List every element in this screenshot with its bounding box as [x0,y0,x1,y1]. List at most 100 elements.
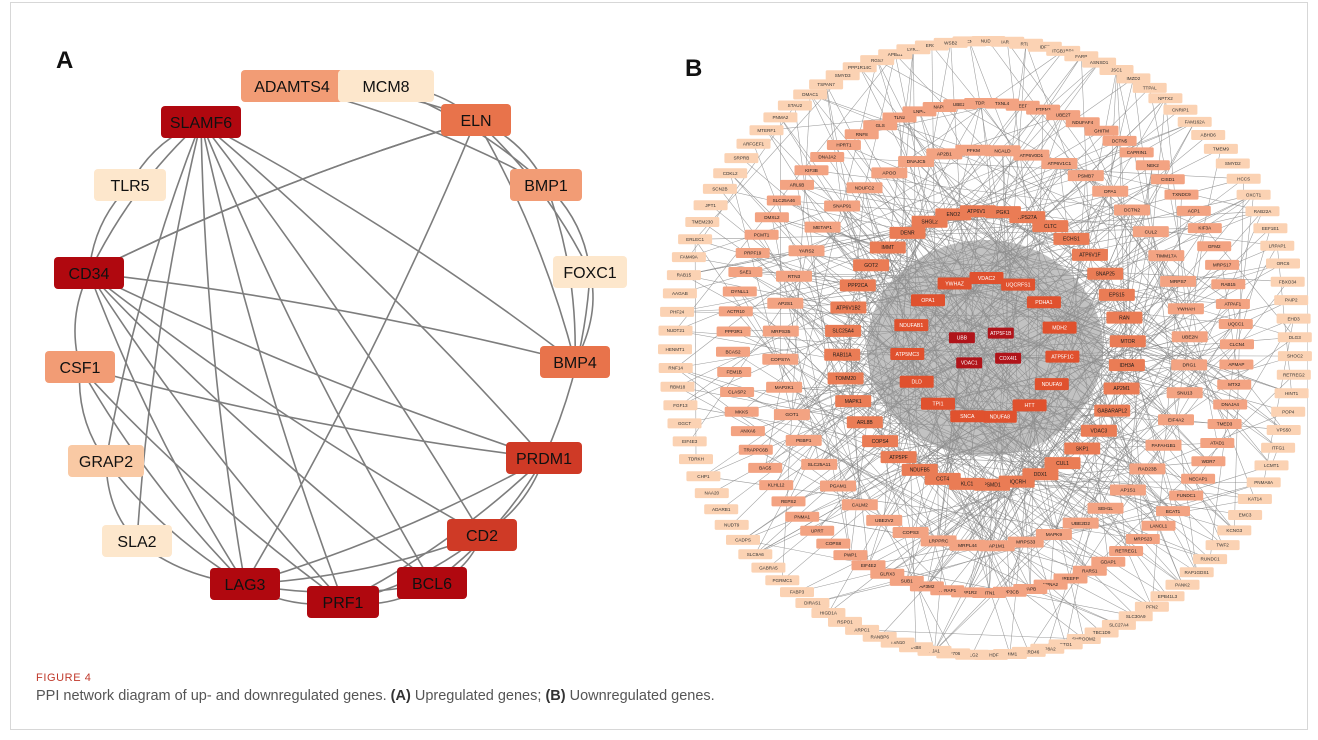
node-label: ARPC1 [854,628,870,633]
node-label: LRPAP1 [1269,243,1287,248]
node-label: CLCN4 [1229,342,1245,347]
node-label: SNCA [960,414,975,420]
edge-bmp4-cd34 [88,272,576,363]
network-edge [771,217,820,465]
node-label: SAE1 [740,270,752,275]
node-label: NUDT21 [667,328,685,333]
node-ncald: NCALD [984,145,1021,157]
node-box [1167,303,1204,315]
node-box [1193,554,1228,565]
node-box [1044,457,1081,470]
network-edge [880,440,1148,470]
node-label: DRG1 [1183,363,1197,369]
network-edge [675,54,896,331]
node-jsc1: JSC1 [1099,65,1134,75]
node-rnf14: RNF14 [658,363,693,373]
node-box [1253,223,1288,234]
node-box [982,410,1017,423]
node-label: ANXA6 [740,429,756,434]
node-dnaja4: DNAJA4 [1213,399,1248,410]
figure-caption: FIGURE 4 PPI network diagram of up- and … [36,672,1296,704]
node-pank2: PANK2 [1165,579,1200,590]
node-label: EMC3 [1239,513,1252,518]
node-label: AP2S1 [778,301,793,307]
node-label: TMED3 [1217,422,1233,427]
node-box [667,418,702,429]
node-label: METAP1 [813,225,832,231]
edge-cd34-bcl6 [88,272,433,584]
node-box [1064,442,1101,455]
node-box [1245,206,1280,217]
node-box [1013,149,1050,161]
node-label: ATP5F1B [990,331,1012,337]
node-box [1034,378,1069,391]
node-label: KPNA2 [1043,582,1059,587]
node-label: PWP1 [844,553,857,558]
node-eln: ELN [441,104,511,136]
node-phf24: PHF24 [660,306,695,317]
node-psmb7: PSMB7 [1067,170,1104,182]
node-label: GOT1 [785,412,798,418]
node-label: ATP5PF [889,455,908,461]
node-label: KLHL12 [768,483,785,488]
node-label: AP1S1 [1120,488,1135,494]
node-label: UBE2N [1182,334,1199,340]
node-apmap: APMAP [1219,359,1254,370]
node-label: ARFGEF1 [743,141,765,146]
node-label: FAM49A [680,255,699,260]
node-label: HPRT1 [836,143,851,148]
node-tlr5: TLR5 [94,169,166,201]
node-box [660,306,695,317]
node-denr: DENR [889,226,926,239]
node-arl8b: ARL8B [846,416,883,429]
node-label: GHITM [1094,128,1109,133]
node-gfm2: GFM2 [1197,241,1232,252]
node-actr10: ACTR10 [718,306,753,317]
node-ndufab1: NDUFAB1 [894,319,929,332]
node-slamf6: SLAMF6 [161,106,241,138]
node-skp1: SKP1 [1064,442,1101,455]
node-label: TPRAP1 [938,588,956,593]
node-box [1277,351,1312,362]
node-cops7a: COPS7A [762,353,799,365]
node-label: ITFG1 [1272,446,1285,451]
node-atp5mc3: ATP5MC3 [890,348,925,360]
node-label: PDHA1 [1035,300,1052,306]
node-box [1205,259,1240,270]
node-label: NDUFA9 [1042,382,1063,388]
node-tmem230: TMEM230 [685,217,720,227]
node-label: YWHAZ [945,281,964,287]
edge-slamf6-cd2 [200,121,483,536]
node-label: CISD1 [1161,177,1175,182]
node-box [780,179,814,190]
network-edge [889,50,1064,174]
node-label: UBE2D2 [1071,521,1090,527]
node-label: GLRX3 [880,572,896,577]
node-mrpl44: MRPL44 [949,539,986,551]
network-edge [1166,255,1234,305]
node-label: MRPS35 [771,329,791,335]
node-label: BCL6 [412,576,452,593]
node-box [1042,321,1077,334]
node-box [210,568,280,600]
node-timm17a: TIMM17A [1148,250,1185,262]
node-box [1087,267,1124,280]
node-label: CADPS [735,538,751,543]
node-box [658,363,693,373]
network-edge [791,105,1023,415]
network-edge [934,481,1017,652]
node-label: CNRIP1 [1172,107,1189,112]
node-box [1065,117,1100,128]
node-box [1148,93,1183,104]
node-label: SLAMF6 [170,115,232,132]
network-edge [1234,178,1244,531]
network-edge [1105,210,1263,275]
node-box [1108,359,1145,372]
node-label: SMYD2 [1225,161,1241,166]
node-box [730,426,765,437]
node-box [1132,82,1167,93]
node-snu13: SNU13 [1166,387,1203,399]
node-label: TSPAN7 [817,82,835,87]
node-pnma1: PNMA1 [785,511,820,522]
node-box [898,156,935,167]
